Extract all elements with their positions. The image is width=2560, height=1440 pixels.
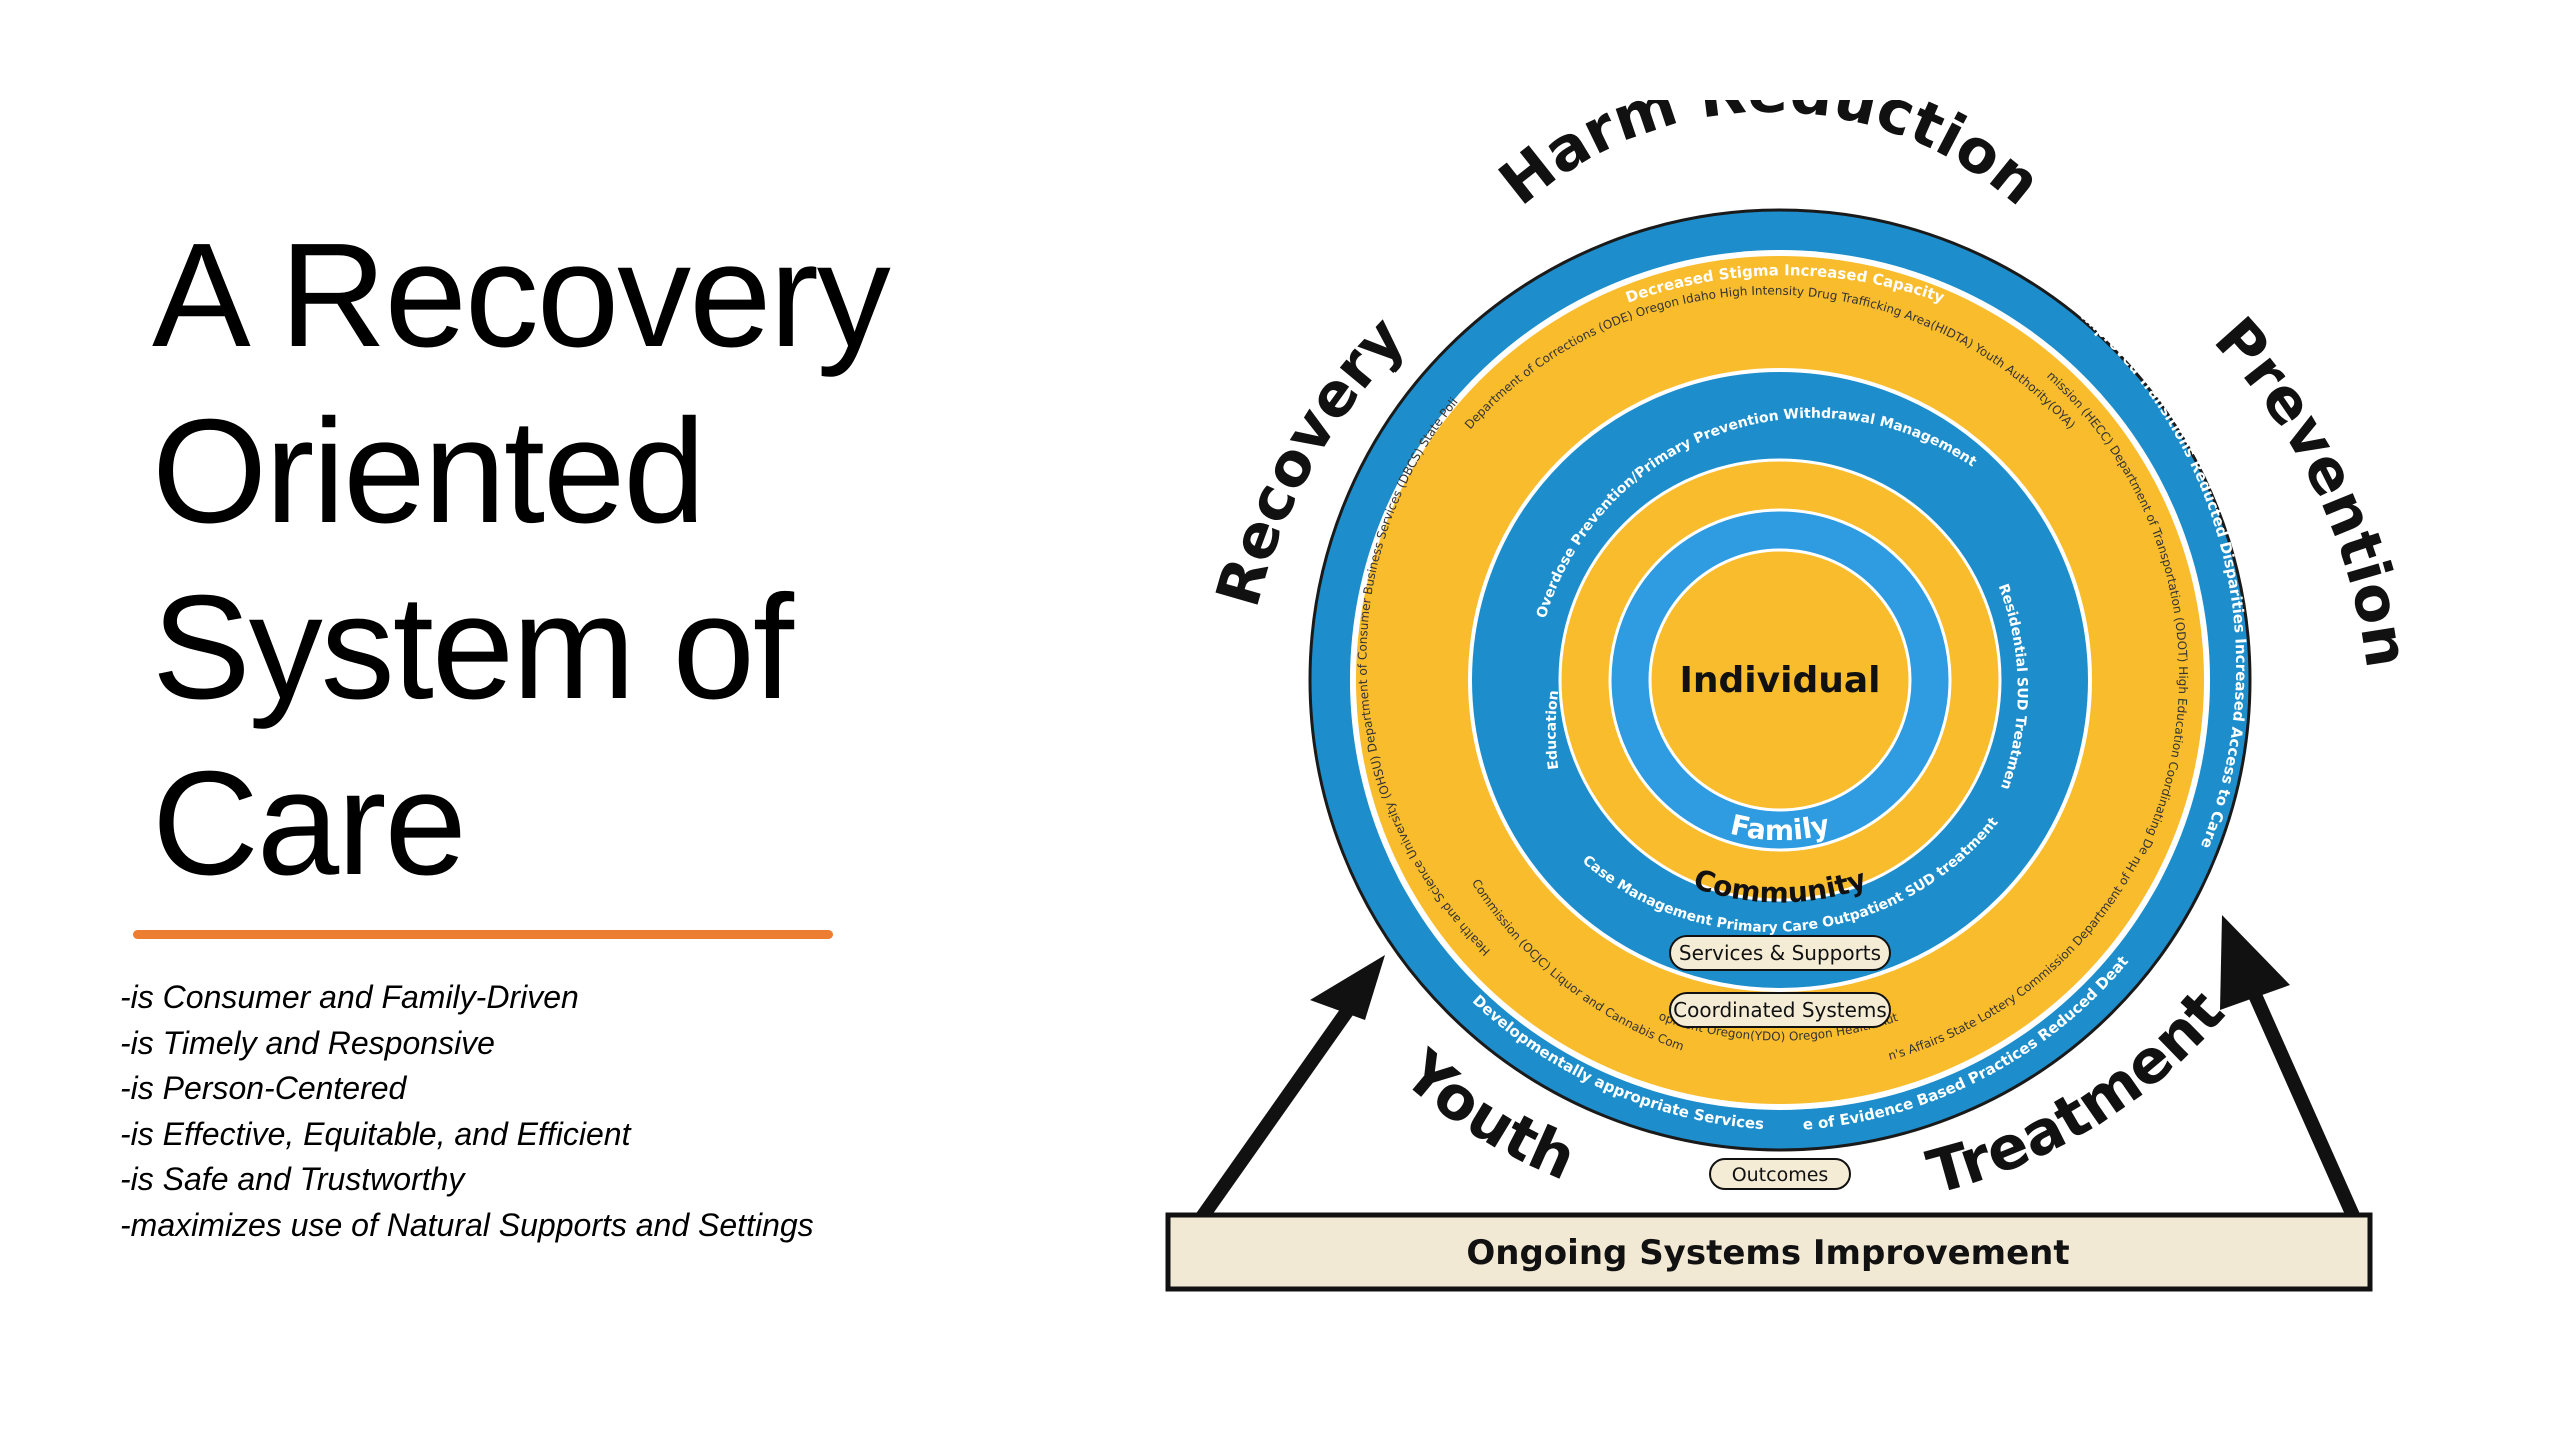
bullet-list: -is Consumer and Family-Driven -is Timel…: [120, 975, 814, 1248]
left-up-arrow: [1193, 955, 1385, 1227]
bullet-item: -is Safe and Trustworthy: [120, 1161, 465, 1197]
title-line-1: A Recovery: [152, 213, 891, 378]
bullet-item: -is Person-Centered: [120, 1070, 407, 1106]
harm-reduction-label: Harm Reduction: [1487, 100, 2054, 219]
bullet-item: -is Timely and Responsive: [120, 1024, 495, 1061]
right-up-arrow: [2220, 915, 2362, 1227]
title-line-4: Care: [152, 741, 467, 906]
services-ring-left-items: Education: [1544, 689, 1563, 770]
svg-text:Coordinated Systems: Coordinated Systems: [1673, 998, 1887, 1022]
individual-label: Individual: [1680, 660, 1881, 701]
outcomes-pill: Outcomes: [1709, 1158, 1851, 1190]
slide-title: A Recovery Oriented System of Care: [152, 208, 1012, 912]
accent-divider: [133, 930, 833, 939]
svg-text:Services & Supports: Services & Supports: [1679, 941, 1881, 965]
ongoing-systems-improvement-bar: Ongoing Systems Improvement: [1165, 1212, 2373, 1292]
individual-core: [1648, 548, 1912, 812]
svg-text:Ongoing Systems Improvement: Ongoing Systems Improvement: [1466, 1233, 2069, 1273]
svg-text:Outcomes: Outcomes: [1732, 1164, 1829, 1186]
family-label: Family: [1727, 808, 1832, 847]
bullet-item: -is Effective, Equitable, and Efficient: [120, 1115, 631, 1152]
system-of-care-diagram: Harm Reduction Recovery Prevention Youth…: [1100, 100, 2400, 1292]
title-line-2: Oriented: [152, 389, 706, 554]
services-supports-pill: Services & Supports: [1669, 935, 1891, 971]
bullet-item: -is Consumer and Family-Driven: [120, 979, 579, 1015]
bullet-item: -maximizes use of Natural Supports and S…: [120, 1206, 814, 1243]
coordinated-systems-pill: Coordinated Systems: [1669, 992, 1891, 1028]
title-line-3: System of: [152, 565, 794, 730]
